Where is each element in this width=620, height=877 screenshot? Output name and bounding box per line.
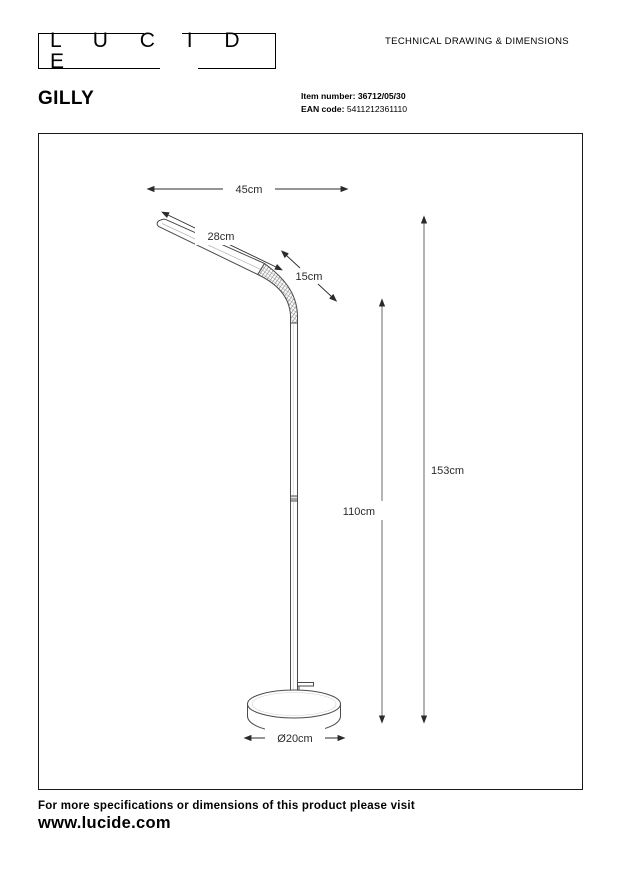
dimension-total-height-label: 153cm xyxy=(431,465,464,477)
logo-frame-top-left xyxy=(38,33,144,34)
lamp-dimmer-switch xyxy=(297,682,314,687)
lamp-gooseneck xyxy=(257,262,298,325)
lamp-base-top-inner xyxy=(251,692,337,716)
lamp-base-top xyxy=(247,689,341,719)
dimension-pole-height-label: 110cm xyxy=(343,506,375,518)
logo-frame-bottom-right xyxy=(198,68,276,69)
item-number-label: Item number: xyxy=(301,91,356,101)
logo-frame-right xyxy=(275,33,276,69)
dimension-reach-label: 45cm xyxy=(236,184,263,196)
dimension-elbow-line-lower xyxy=(317,283,338,302)
item-number-row: Item number: 36712/05/30 xyxy=(301,90,407,103)
dimension-total-height: 153cm xyxy=(420,215,481,724)
ean-code-row: EAN code: 5411212361110 xyxy=(301,103,407,116)
document-subtitle: TECHNICAL DRAWING & DIMENSIONS xyxy=(385,36,569,47)
dimension-elbow-label: 15cm xyxy=(296,271,323,283)
lamp-pole-lower xyxy=(290,500,298,697)
footer-text: For more specifications or dimensions of… xyxy=(38,800,415,812)
dimension-elbow-length: 15cm xyxy=(280,250,338,302)
lucide-logo: L U C I D E xyxy=(38,29,276,73)
dimension-arm-length: 28cm xyxy=(161,211,283,271)
footer: For more specifications or dimensions of… xyxy=(38,800,583,833)
product-metadata: Item number: 36712/05/30 EAN code: 54112… xyxy=(301,90,407,115)
footer-website[interactable]: www.lucide.com xyxy=(38,814,171,832)
lamp-illustration xyxy=(156,218,341,734)
dimension-pole-height: 110cm xyxy=(343,298,402,724)
technical-drawing: 45cm 28cm 15cm 110cm 153cm xyxy=(146,179,481,747)
page-title: GILLY xyxy=(38,88,95,109)
ean-code-value: 5411212361110 xyxy=(346,103,408,114)
dimension-base-diameter-label: Ø20cm xyxy=(277,733,312,745)
logo-frame-left xyxy=(38,33,39,69)
technical-drawing-frame: 45cm 28cm 15cm 110cm 153cm xyxy=(38,133,583,790)
lamp-pole-upper xyxy=(290,322,298,499)
item-number-value: 36712/05/30 xyxy=(357,91,406,101)
ean-code-label: EAN code: xyxy=(301,103,345,114)
dimension-arm-label: 28cm xyxy=(208,231,235,243)
logo-wordmark: L U C I D E xyxy=(50,29,253,73)
dimension-base-diameter: Ø20cm xyxy=(243,728,346,747)
dimension-elbow-line-upper xyxy=(280,250,301,269)
dimension-reach-horizontal: 45cm xyxy=(146,179,349,198)
logo-frame-top-right xyxy=(182,33,276,34)
logo-frame-bottom-left xyxy=(38,68,160,69)
